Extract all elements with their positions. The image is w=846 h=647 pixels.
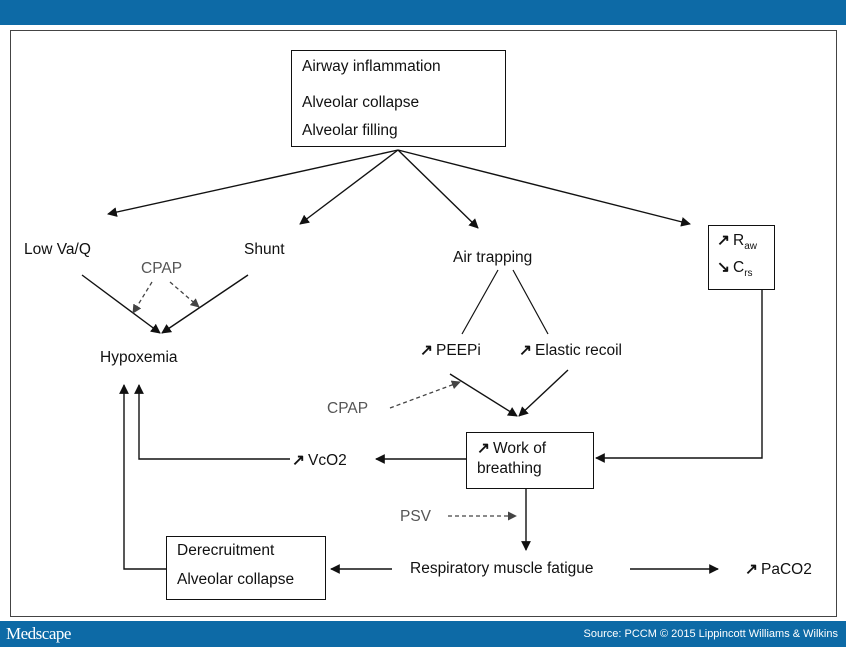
source-credit: Source: PCCM © 2015 Lippincott Williams … bbox=[583, 628, 838, 640]
cpap-dashed-right bbox=[169, 281, 200, 308]
arrow-elastic-to-wob bbox=[518, 369, 569, 417]
decrease-arrow-icon: ↘ bbox=[717, 259, 730, 276]
arrow-derecruit-to-hypoxemia bbox=[119, 384, 166, 570]
peepi-label: ↗PEEPi bbox=[420, 341, 481, 360]
shunt-label: Shunt bbox=[244, 241, 285, 258]
work-of-breathing-box: ↗Work of breathing bbox=[466, 432, 594, 489]
alveolar-collapse-text: Alveolar collapse bbox=[177, 571, 295, 588]
increase-arrow-icon: ↗ bbox=[292, 452, 305, 469]
cause-airway-inflammation: Airway inflammation bbox=[302, 58, 441, 75]
arrow-raw-to-wob bbox=[595, 290, 763, 463]
increase-arrow-icon: ↗ bbox=[420, 342, 433, 359]
raw-crs-box: ↗Raw ↘Crs bbox=[708, 225, 775, 290]
vco2-label: ↗VcO2 bbox=[292, 451, 347, 470]
raw-text: R bbox=[733, 232, 745, 249]
arrow-vco2-to-hypoxemia bbox=[134, 384, 290, 460]
crs-line: ↘Crs bbox=[717, 258, 766, 279]
hypoxemia-label: Hypoxemia bbox=[100, 349, 178, 366]
derecruitment-text: Derecruitment bbox=[177, 542, 275, 559]
cpap-top-label: CPAP bbox=[141, 260, 183, 277]
footer-banner: Medscape Source: PCCM © 2015 Lippincott … bbox=[0, 621, 846, 647]
causes-box: Airway inflammation Alveolar collapse Al… bbox=[291, 50, 506, 147]
arrow-to-low-vaq bbox=[107, 149, 399, 217]
paco2-text: PaCO2 bbox=[761, 561, 812, 578]
cause-alveolar-collapse: Alveolar collapse bbox=[302, 94, 420, 111]
raw-subscript: aw bbox=[744, 241, 757, 253]
increase-arrow-icon: ↗ bbox=[745, 561, 758, 578]
wob-line-1: ↗Work of bbox=[477, 439, 583, 460]
cpap-dashed-left bbox=[132, 281, 153, 314]
psv-label: PSV bbox=[400, 508, 432, 525]
cpap-mid-label: CPAP bbox=[327, 400, 369, 417]
elastic-recoil-text: Elastic recoil bbox=[535, 342, 622, 359]
increase-arrow-icon: ↗ bbox=[717, 232, 730, 249]
increase-arrow-icon: ↗ bbox=[477, 440, 490, 457]
increase-arrow-icon: ↗ bbox=[519, 342, 532, 359]
raw-line: ↗Raw bbox=[717, 231, 766, 258]
arrow-to-raw-crs bbox=[397, 149, 691, 227]
arrow-peepi-to-wob bbox=[449, 373, 518, 417]
arrow-to-shunt bbox=[299, 149, 399, 225]
line-air-to-peepi bbox=[461, 269, 499, 335]
medscape-logo[interactable]: Medscape bbox=[6, 624, 71, 643]
wob-line-2: breathing bbox=[477, 460, 542, 477]
arrow-shunt-to-hypoxemia bbox=[161, 274, 249, 334]
peepi-text: PEEPi bbox=[436, 342, 481, 359]
respiratory-fatigue-label: Respiratory muscle fatigue bbox=[410, 560, 594, 577]
wob-text-1: Work of bbox=[493, 440, 547, 457]
diagram-frame bbox=[10, 30, 837, 617]
arrow-to-air-trapping bbox=[397, 149, 479, 229]
crs-subscript: rs bbox=[744, 268, 753, 280]
line-air-to-elastic bbox=[512, 269, 549, 335]
elastic-recoil-label: ↗Elastic recoil bbox=[519, 341, 622, 360]
vco2-text: VcO2 bbox=[308, 452, 347, 469]
crs-text: C bbox=[733, 259, 745, 276]
low-vaq-label: Low Va/Q bbox=[24, 241, 91, 258]
cause-alveolar-filling: Alveolar filling bbox=[302, 122, 398, 139]
paco2-label: ↗PaCO2 bbox=[745, 560, 812, 579]
cpap-mid-dashed bbox=[389, 380, 461, 409]
arrow-lowvaq-to-hypoxemia bbox=[81, 274, 161, 334]
top-banner bbox=[0, 0, 846, 25]
derecruitment-box: Derecruitment Alveolar collapse bbox=[166, 536, 326, 600]
air-trapping-label: Air trapping bbox=[453, 249, 533, 266]
